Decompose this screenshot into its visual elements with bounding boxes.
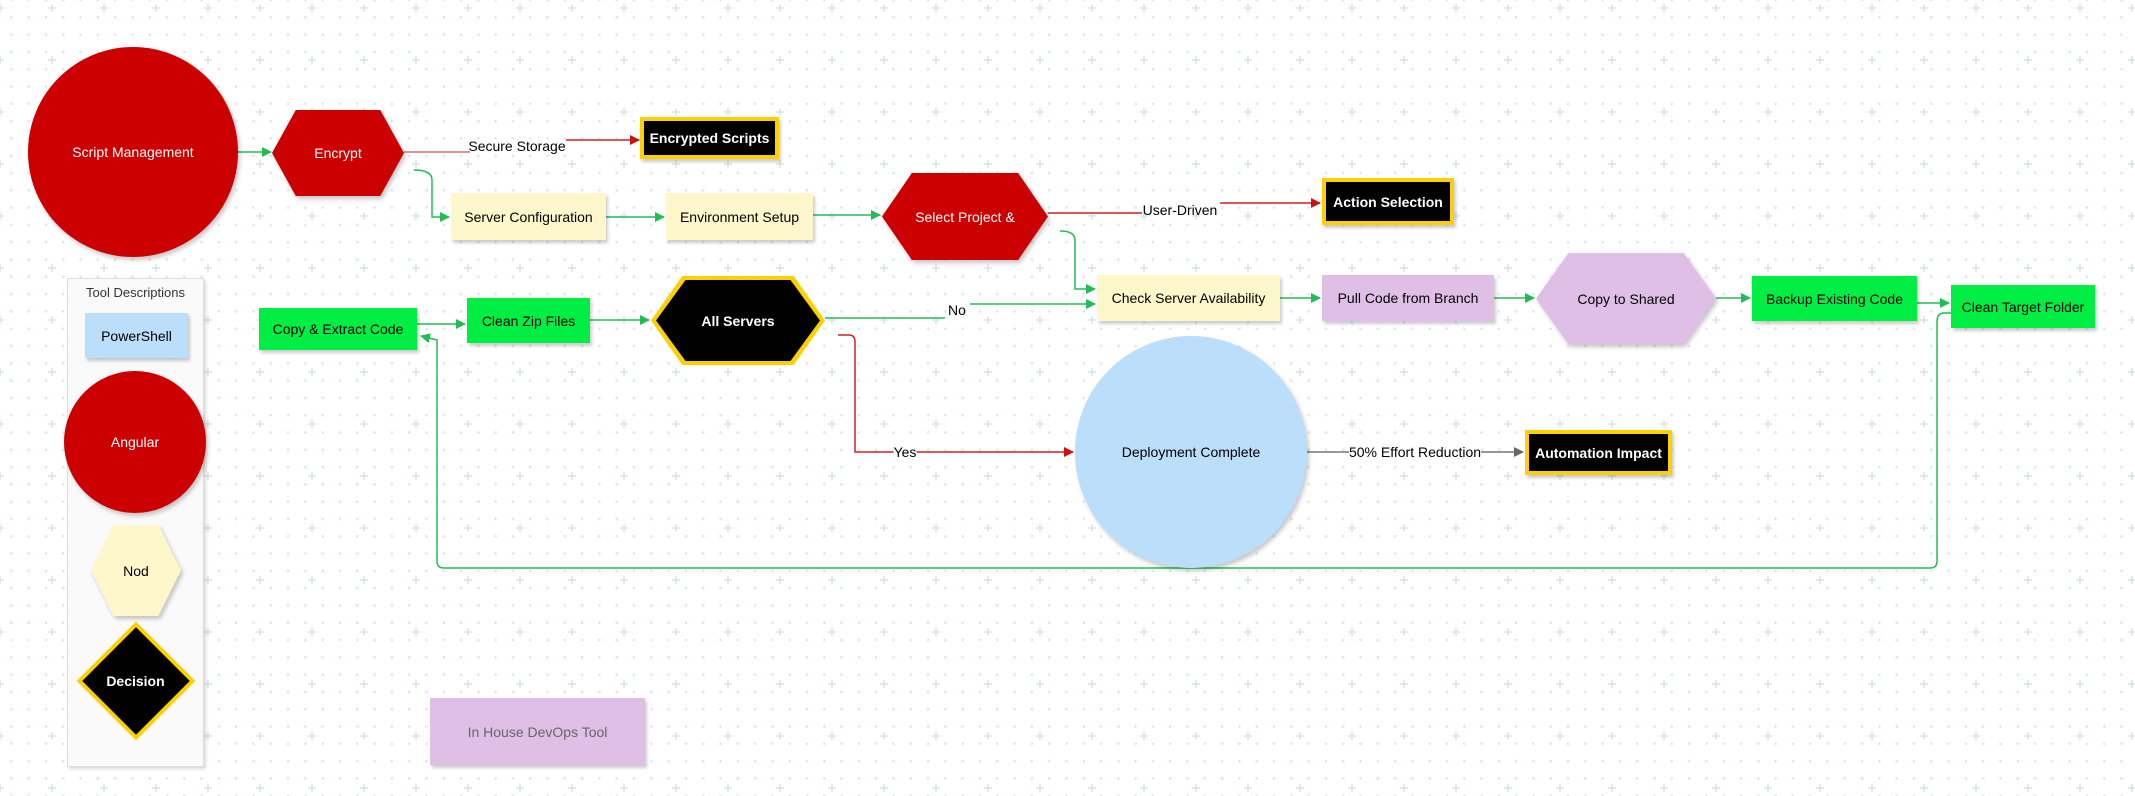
legend-angular: Angular xyxy=(64,371,206,513)
legend-powershell: PowerShell xyxy=(85,313,188,358)
node-backup-code[interactable]: Backup Existing Code xyxy=(1752,276,1917,321)
node-copy-shared[interactable]: Copy to Shared xyxy=(1536,253,1716,344)
node-check-server[interactable]: Check Server Availability xyxy=(1097,275,1280,321)
node-encrypt[interactable]: Encrypt xyxy=(272,110,404,196)
node-encrypted-scripts[interactable]: Encrypted Scripts xyxy=(640,117,779,159)
edge-label-no: No xyxy=(948,302,966,318)
node-select-project[interactable]: Select Project & xyxy=(882,173,1048,260)
legend-panel: Tool Descriptions PowerShell Angular Nod… xyxy=(64,278,206,767)
edge-encrypt-server xyxy=(413,169,450,222)
legend-decision: Decision xyxy=(106,673,165,689)
node-all-servers[interactable]: All Servers xyxy=(651,276,825,365)
edge-label-user-driven: User-Driven xyxy=(1142,202,1218,218)
node-automation-impact[interactable]: Automation Impact xyxy=(1525,430,1672,475)
node-all-servers-label: All Servers xyxy=(656,280,820,361)
node-copy-extract[interactable]: Copy & Extract Code xyxy=(259,308,417,350)
node-pull-code[interactable]: Pull Code from Branch xyxy=(1322,275,1494,321)
node-action-selection[interactable]: Action Selection xyxy=(1322,178,1454,225)
node-environment-setup[interactable]: Environment Setup xyxy=(666,193,813,240)
edge-select-check xyxy=(1059,230,1096,294)
edge-label-yes: Yes xyxy=(893,444,917,460)
node-copy-wrap: Copy to Shared xyxy=(1536,253,1716,344)
legend-node: Nod xyxy=(91,525,181,616)
legend-title: Tool Descriptions xyxy=(86,285,185,300)
node-encrypt-wrap: Encrypt xyxy=(272,110,404,196)
legend-node-wrap: Nod xyxy=(91,525,181,616)
node-server-configuration[interactable]: Server Configuration xyxy=(451,193,606,240)
node-clean-target[interactable]: Clean Target Folder xyxy=(1951,285,2095,328)
edge-clean-loop xyxy=(420,312,1951,569)
node-inhouse-tool[interactable]: In House DevOps Tool xyxy=(430,698,645,765)
node-select-wrap: Select Project & xyxy=(882,173,1048,260)
node-clean-zip[interactable]: Clean Zip Files xyxy=(467,298,590,343)
node-script-management[interactable]: Script Management xyxy=(28,47,238,257)
edge-label-secure-storage: Secure Storage xyxy=(468,138,566,154)
edge-label-effort: 50% Effort Reduction xyxy=(1348,444,1482,460)
node-deployment-complete[interactable]: Deployment Complete xyxy=(1075,336,1307,568)
edge-allservers-yes xyxy=(838,334,1074,457)
